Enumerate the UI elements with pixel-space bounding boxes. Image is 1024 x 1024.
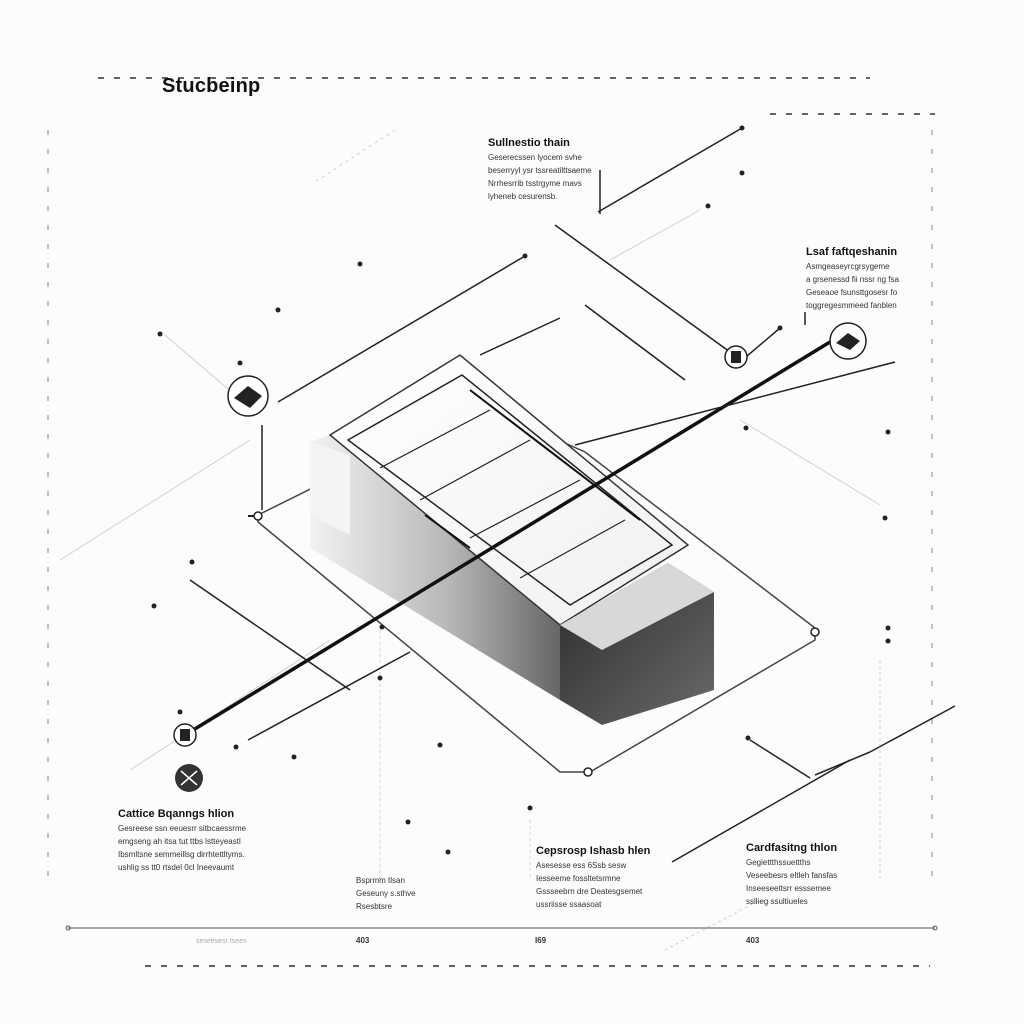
label-right-line: a grsenessd fii nssr ng fsa — [806, 274, 899, 284]
compass-icon — [175, 764, 203, 792]
leader-lines — [189, 127, 956, 863]
label-bottom-mid-left: Bsprmm tlsan Geseuny s.sthve Rsesbtsre — [356, 874, 416, 913]
label-bottom-right-line: ssllieg ssultiueles — [746, 896, 808, 906]
label-bottom-left-line: ushlig ss tt0 rtsdel 0cl Ineevaumt — [118, 862, 235, 872]
label-bottom-center-line: Gssseebrn dre Deatesgsemet — [536, 886, 643, 896]
page-title: Stucbeinp — [162, 75, 261, 97]
label-bottom-right-line: Gegiettthssuettths — [746, 857, 811, 867]
callout-marker-upper — [724, 345, 748, 369]
axis-tick-label: 403 — [746, 936, 760, 945]
label-bottom-right-title: Cardfasitng thlon — [746, 842, 838, 854]
label-right-line: Asmgeaseyrcgrsygeme — [806, 261, 890, 271]
label-bottom-center: Cepsrosp Ishasb hlen Asesesse ess 6Ssb s… — [536, 845, 650, 911]
axis-tick-label: I69 — [535, 936, 547, 945]
label-top-center: Sullnestio thain Geserecssen lyocem svhe… — [488, 137, 592, 203]
callout-marker-right — [829, 322, 867, 360]
label-bottom-left-title: Cattice Bqanngs hlion — [118, 808, 235, 820]
callout-marker-left — [227, 375, 269, 417]
label-bottom-center-line: Iesseeme fossltetsrmne — [536, 873, 621, 883]
label-bottom-mid-left-line: Rsesbtsre — [356, 902, 393, 911]
label-right-title: Lsaf faftqeshanin — [806, 246, 898, 258]
label-bottom-mid-left-line: Geseuny s.sthve — [356, 889, 416, 898]
label-right-line: Geseaoe fsunsttgosesr fo — [806, 287, 898, 297]
label-bottom-right-line: Veseebesrs eltleh fansfas — [746, 870, 838, 880]
slab-body — [310, 354, 714, 725]
anchor-dots — [151, 125, 891, 855]
label-bottom-right-line: Inseeseettsrr esssemee — [746, 883, 831, 893]
label-top-center-line: Nrrhesrrib tsstrgyme mavs — [488, 178, 582, 188]
callout-marker-lower — [173, 723, 197, 747]
axis-faint-label: seseesesr tsees — [196, 938, 247, 945]
bottom-axis — [65, 925, 938, 931]
label-bottom-left: Cattice Bqanngs hlion Gesreese ssn eeues… — [118, 808, 246, 874]
label-bottom-left-line: emgseng ah itsa tut ttbs lstteyeastl — [118, 836, 241, 846]
label-bottom-center-line: ussriisse ssaasoat — [536, 899, 602, 909]
construction-lines — [59, 129, 881, 951]
label-bottom-right: Cardfasitng thlon Gegiettthssuettths Ves… — [746, 842, 837, 908]
frame — [47, 77, 935, 967]
label-top-center-line: Geserecssen lyocem svhe — [488, 152, 582, 162]
label-right: Lsaf faftqeshanin Asmgeaseyrcgrsygeme a … — [806, 246, 899, 312]
label-right-line: toggregesmmeed fanblen — [806, 300, 897, 310]
label-bottom-center-title: Cepsrosp Ishasb hlen — [536, 845, 651, 857]
label-bottom-left-line: Ibsmltsne semmeillsg dirrhtettltyms. — [118, 849, 245, 859]
label-bottom-center-line: Asesesse ess 6Ssb sesw — [536, 860, 627, 870]
label-bottom-mid-left-line: Bsprmm tlsan — [356, 876, 405, 885]
label-bottom-left-line: Gesreese ssn eeuesrr sitbcaessrme — [118, 823, 247, 833]
label-top-center-line: lyheneb cesurensb. — [488, 191, 558, 201]
label-top-center-title: Sullnestio thain — [488, 137, 570, 149]
axis-tick-label: 403 — [356, 936, 370, 945]
label-top-center-line: beserryyl ysr tssreatilttsaeme — [488, 165, 592, 175]
